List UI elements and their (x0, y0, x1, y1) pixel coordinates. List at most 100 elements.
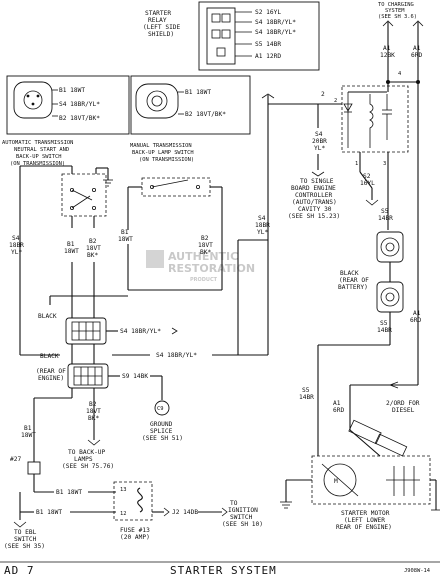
b2-18vt-a-3: BK* (87, 252, 98, 259)
auto-s4: S4 18BR/YL* (59, 101, 100, 108)
to-pcm-2: BOARD ENGINE (291, 185, 336, 192)
man-switch-caption-2: BACK-UP LAMP SWITCH (132, 150, 194, 156)
watermark-line-2: RESTORATION (168, 262, 255, 275)
black-engine-1: BLACK (40, 353, 59, 360)
a1-6rd-low-1: A1 (333, 400, 341, 407)
black-connector-upper: BLACK (38, 313, 107, 345)
black-battery-3: BATTERY) (338, 284, 368, 291)
s4-18br-left-3: YL* (11, 249, 22, 256)
to-ignition-2: IGNITION (228, 507, 258, 514)
relay-pin2-marker: 2 (321, 91, 325, 98)
s5-14br-c-1: S5 (302, 387, 310, 394)
black-engine-2: (REAR OF (36, 368, 66, 375)
diesel-2: DIESEL (392, 407, 415, 414)
to-ignition-4: (SEE SH 10) (222, 521, 263, 528)
ground-splice: C9 (154, 400, 170, 416)
s9-14bk: S9 14BK (122, 373, 148, 380)
auto-switch-caption-4: (ON TRANSMISSION) (10, 161, 65, 167)
relay-pin-3: 3 (383, 161, 386, 167)
relay-pin-s5: S5 14BR (255, 41, 281, 48)
battery-connector-upper (376, 231, 404, 263)
starter-motor-1: STARTER MOTOR (341, 510, 390, 517)
to-charging-3: (SEE SH 3.6) (378, 14, 417, 20)
a1-12bk-1: A1 (383, 45, 391, 52)
splice-27: #27 (10, 456, 21, 463)
auto-switch-inset: B1 18WT S4 18BR/YL* B2 18VT/BK* (6, 75, 130, 135)
relay-pin-a1: A1 12RD (255, 53, 281, 60)
b2-18vt-a-1: B2 (89, 238, 97, 245)
to-pcm-1: TO SINGLE (300, 178, 334, 185)
s4-18br-long: S4 18BR/YL* (156, 352, 197, 359)
black-battery-1: BLACK (340, 270, 359, 277)
watermark: AUTHENTIC RESTORATION PRODUCT (146, 250, 255, 283)
b1-18wt-b-1: B1 (121, 229, 129, 236)
pcm-reference: TO SINGLE BOARD ENGINE CONTROLLER (AUTO/… (288, 178, 340, 220)
relay-pin-2: 2 (334, 98, 337, 104)
to-ebl-3: (SEE SH 35) (4, 543, 45, 550)
a1-6rd-low-2: 6RD (333, 407, 344, 414)
ground-splice-2: SPLICE (150, 428, 173, 435)
starter-motor-3: REAR OF ENGINE) (336, 524, 392, 531)
a1-6rd-mid-1: A1 (413, 310, 421, 317)
b2-18vt-b-3: BK* (200, 249, 211, 256)
manual-switch-inset: B1 18WT B2 18VT/BK* (130, 75, 251, 135)
b2-18vt-a-2: 18VT (86, 245, 101, 252)
s2-16yl-1: S2 (363, 173, 371, 180)
to-ignition-1: TO (230, 500, 238, 507)
fuse-label-2: (20 AMP) (120, 534, 150, 541)
motor-m: M (334, 478, 338, 485)
a1-6rd-top-2: 6RD (411, 52, 422, 59)
relay-pin-1: 1 (355, 161, 358, 167)
b2-18vt-c-2: 18VT (86, 408, 101, 415)
b2-18vt-b-1: B2 (201, 235, 209, 242)
to-backup-3: (SEE SH 75.76) (62, 463, 114, 470)
ground-c9: C9 (157, 406, 164, 412)
b1-18wt-b-2: 18WT (118, 236, 133, 243)
man-switch-caption-3: (ON TRANSMISSION) (139, 157, 194, 163)
auto-b2: B2 18VT/BK* (59, 115, 100, 122)
s5-14br-b-2: 14BR (377, 327, 392, 334)
b2-18vt-c-3: BK* (88, 415, 99, 422)
to-charging-1: TO CHARGING (378, 2, 414, 8)
man-b2: B2 18VT/BK* (185, 111, 226, 118)
s4-18br-left-1: S4 (12, 235, 20, 242)
s4-18br-mid-3: YL* (257, 229, 268, 236)
s5-14br-b-1: S5 (380, 320, 388, 327)
auto-switch-caption-2: NEUTRAL START AND (14, 147, 69, 153)
fuse-label-1: FUSE #13 (120, 527, 150, 534)
page-left: AD 7 (4, 564, 35, 574)
black-battery-2: (REAR OF (339, 277, 369, 284)
b1-18wt-left-1: B1 (24, 425, 32, 432)
starter-relay-label-2: RELAY (148, 17, 167, 24)
black-conn1: BLACK (38, 313, 57, 320)
s5-14br-c-2: 14BR (299, 394, 314, 401)
s5-14br-a-1: S5 (381, 208, 389, 215)
to-backup-1: TO BACK-UP (68, 449, 106, 456)
to-ebl-2: SWITCH (14, 536, 37, 543)
manual-switch-schematic (127, 177, 223, 290)
watermark-line-1: AUTHENTIC (168, 250, 238, 263)
a1-6rd-top-1: A1 (413, 45, 421, 52)
a1-12bk-2: 12BK (380, 52, 395, 59)
s4-20br-2: 20BR (312, 138, 327, 145)
man-switch-caption-1: MANUAL TRANSMISSION (130, 143, 192, 149)
auto-switch-caption-1: AUTOMATIC TRANSMISSION (2, 140, 73, 146)
a1-6rd-mid-2: 6RD (410, 317, 421, 324)
to-charging-2: SYSTEM (385, 8, 405, 14)
starter-relay-label-1: STARTER (145, 10, 171, 17)
s4-20br-3: YL* (314, 145, 325, 152)
charging-system-reference: TO CHARGING SYSTEM (SEE SH 3.6) A1 12BK … (378, 2, 424, 330)
s5-14br-a-2: 14BR (378, 215, 393, 222)
page-code: J908W-14 (404, 568, 430, 574)
auto-switch-caption-3: BACK-UP SWITCH (16, 154, 61, 160)
b1-18wt-left-2: 18WT (21, 432, 36, 439)
starter-relay-label-3: (LEFT SIDE (143, 24, 181, 31)
b2-18vt-c-1: B2 (89, 401, 97, 408)
b2-18vt-b-2: 18VT (198, 242, 213, 249)
to-ignition-3: SWITCH (230, 514, 253, 521)
fuse-pin-13: 13 (120, 487, 127, 493)
b1-18wt-bottom2: B1 18WT (36, 509, 62, 516)
starter-relay-schematic: 4 2 1 3 (261, 71, 409, 348)
to-ebl-1: TO EBL (14, 529, 37, 536)
